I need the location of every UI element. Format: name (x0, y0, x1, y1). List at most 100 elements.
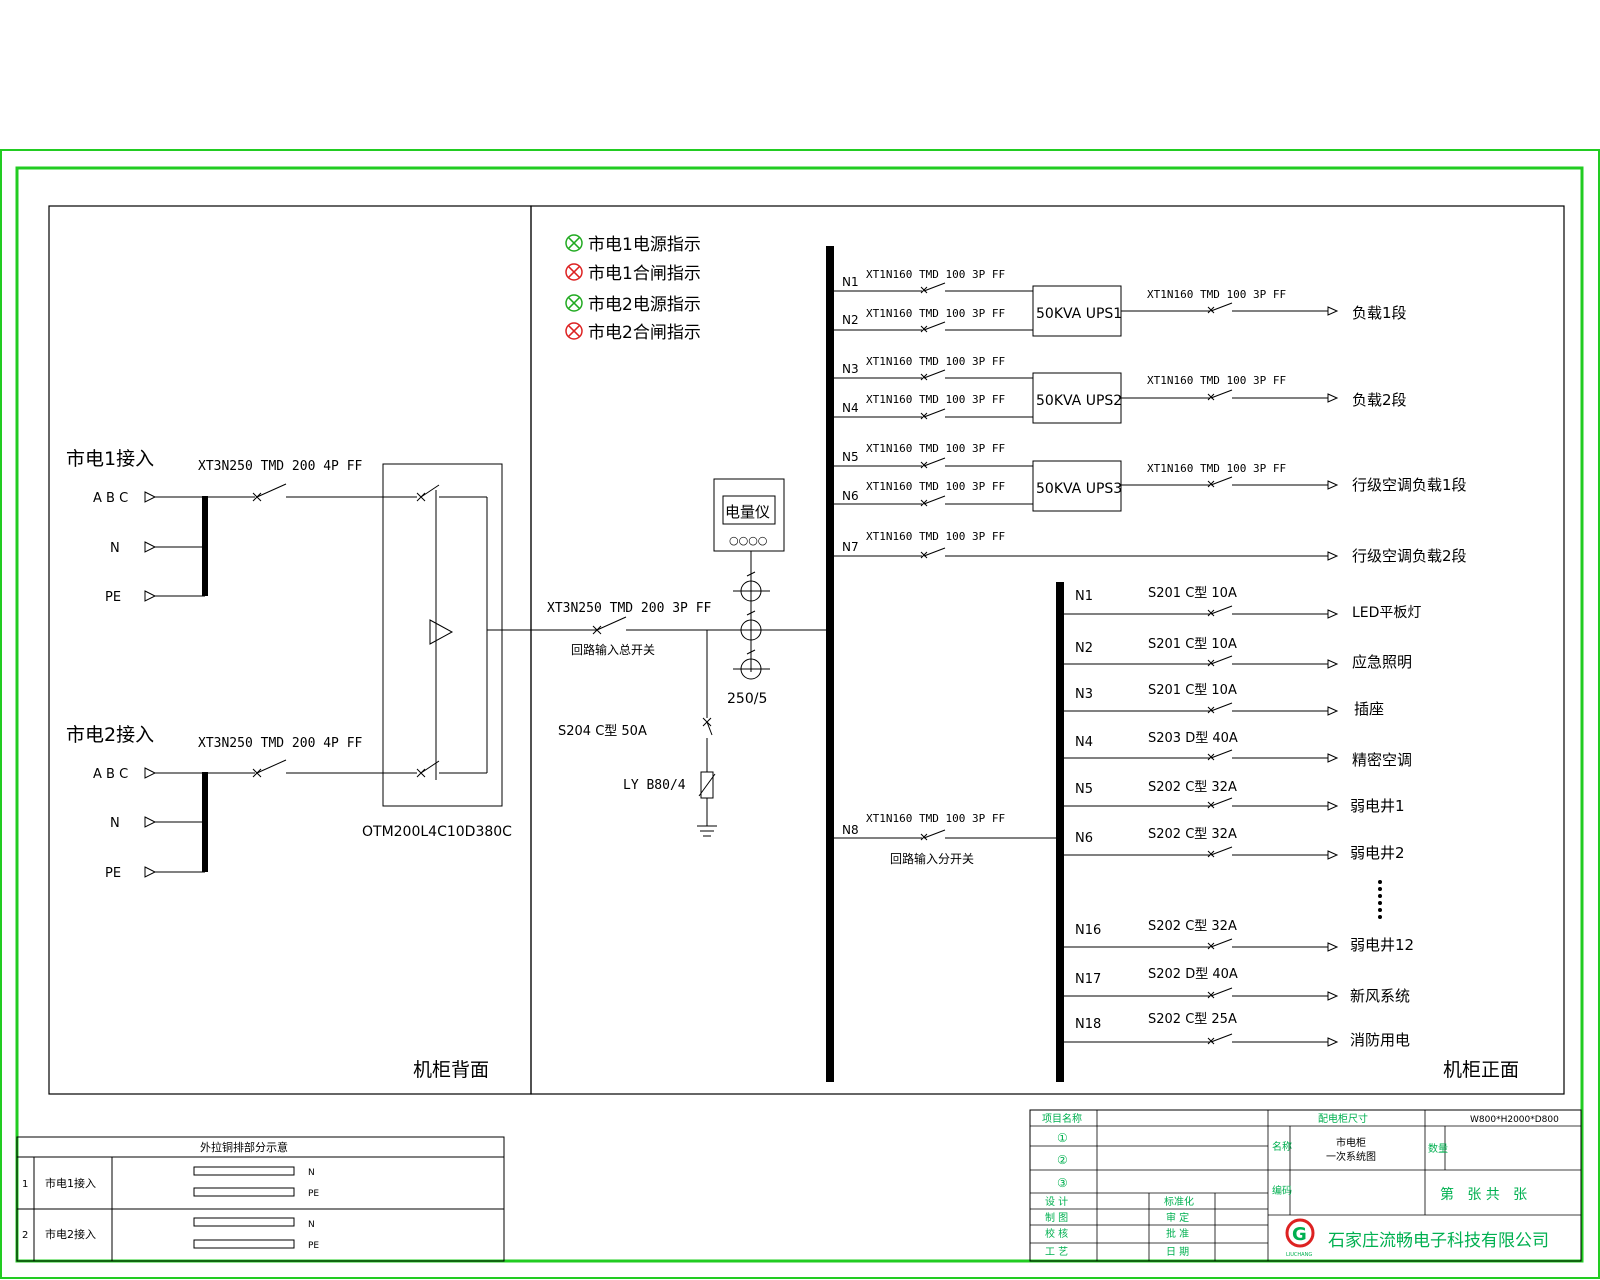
feeder-id: N4 (842, 401, 859, 415)
indicator-lamp-cross (567, 265, 581, 279)
n8-desc: 回路输入分开关 (890, 851, 974, 866)
cabinet-front-panel (530, 205, 1565, 1095)
sheet-label: 第 张 共 张 (1440, 1186, 1527, 1203)
sub-circuit-id: N1 (1075, 589, 1093, 604)
input-busbar (202, 772, 208, 872)
main-breaker-label: XT3N250 TMD 200 3P FF (547, 601, 712, 616)
main-breaker-desc: 回路输入总开关 (571, 642, 655, 657)
sub-circuit: N3 S201 C型 10A 插座 (1064, 683, 1384, 718)
feeder-n2: N2 XT1N160 TMD 100 3P FF (834, 307, 1033, 333)
sub-circuit-breaker: S202 D型 40A (1148, 967, 1238, 982)
output-arrow-icon (1327, 850, 1339, 860)
project-name-label: 项目名称 (1042, 1112, 1082, 1125)
indicator-lamp-icon (565, 294, 583, 312)
front-panel-footer: 机柜正面 (1443, 1059, 1519, 1081)
output-arrow-icon (1327, 942, 1339, 952)
circle-1: ① (1057, 1131, 1068, 1145)
feeder-breaker-label: XT1N160 TMD 100 3P FF (866, 530, 1005, 543)
sub-circuit: N1 S201 C型 10A LED平板灯 (1064, 586, 1421, 621)
ups-label: 50KVA UPS3 (1036, 481, 1122, 497)
breaker-switch-icon (1207, 302, 1233, 314)
sub-circuit-load: 新风系统 (1350, 987, 1410, 1005)
title-block: 项目名称 配电柜尺寸 W800*H2000*D800 ① ② ③ 名称 市电柜 … (1029, 1109, 1582, 1262)
sub-circuit-id: N4 (1075, 735, 1093, 750)
output-arrow-icon (1327, 393, 1339, 403)
sub-circuit: N4 S203 D型 40A 精密空调 (1064, 731, 1412, 769)
indicator-label: 市电2电源指示 (588, 295, 701, 315)
output-arrow-icon (1327, 1037, 1339, 1047)
terminal-arrow-icon (144, 816, 157, 828)
output-arrow-icon (1327, 609, 1339, 619)
phase-pe-label: PE (105, 866, 121, 881)
feeder-id: N2 (842, 313, 859, 327)
busbar-table: 外拉铜排部分示意 1 市电1接入 N PE 2 市电2接入 N PE (16, 1136, 505, 1262)
sub-circuit: N18 S202 C型 25A 消防用电 (1064, 1012, 1410, 1049)
sub-circuit: N6 S202 C型 32A 弱电井2 (1064, 827, 1405, 862)
breaker-switch-icon (1207, 1033, 1233, 1045)
meter-box (713, 478, 785, 552)
breaker-switch-icon (920, 408, 946, 420)
feeder-id: N1 (842, 275, 859, 289)
main-busbar (826, 246, 834, 1082)
indicator-3: 市电2电源指示 (565, 294, 701, 315)
mains-1-title: 市电1接入 (66, 448, 154, 470)
breaker-switch-icon (1207, 476, 1233, 488)
busbar-row-no: 2 (22, 1230, 28, 1241)
feeder-id: N3 (842, 362, 859, 376)
logo-icon (1285, 1218, 1315, 1248)
sub-circuit-load: 弱电井1 (1350, 797, 1405, 815)
sub-circuit-load: 弱电井12 (1350, 936, 1414, 954)
busbar-row-name: 市电1接入 (45, 1176, 96, 1190)
busbar-n (193, 1217, 295, 1227)
quantity-label: 数量 (1428, 1142, 1448, 1155)
outer-frame (0, 149, 1600, 1279)
phase-pe-label: PE (105, 590, 121, 605)
feeder-n5: N5 XT1N160 TMD 100 3P FF (834, 442, 1033, 469)
output-arrow-icon (1327, 659, 1339, 669)
sub-circuit-breaker: S202 C型 32A (1148, 919, 1237, 934)
input-busbar (202, 496, 208, 596)
sub-circuit-load: 应急照明 (1352, 653, 1412, 671)
sub-circuit-id: N6 (1075, 831, 1093, 846)
ups-3: 50KVA UPS3 XT1N160 TMD 100 3P FF 行级空调负载1… (1032, 460, 1467, 512)
sub-circuit-breaker: S202 C型 32A (1148, 827, 1237, 842)
back-panel-footer: 机柜背面 (413, 1059, 489, 1081)
feeder-breaker-label: XT1N160 TMD 100 3P FF (866, 812, 1005, 825)
ups-2: 50KVA UPS2 XT1N160 TMD 100 3P FF 负载2段 (1032, 372, 1407, 424)
feeder-n3: N3 XT1N160 TMD 100 3P FF (834, 355, 1033, 381)
sub-circuit-load: 弱电井2 (1350, 844, 1405, 862)
breaker-switch-icon (920, 321, 946, 333)
sub-circuit-group: N1 S201 C型 10A LED平板灯 N2 S201 C型 10A 应急照… (1064, 586, 1421, 1049)
load-label: 负载2段 (1352, 391, 1407, 409)
name-value-2: 一次系统图 (1326, 1150, 1376, 1163)
output-arrow-icon (1327, 306, 1339, 316)
name-label: 名称 (1272, 1140, 1292, 1153)
output-arrow-icon (1327, 551, 1339, 561)
phase-abc-label: A B C (93, 491, 128, 506)
code-label: 编码 (1272, 1184, 1292, 1197)
indicator-lamp-icon (565, 263, 583, 281)
meter-display (722, 495, 776, 525)
process-label: 工 艺 (1045, 1246, 1068, 1258)
feeder-breaker-label: XT1N160 TMD 100 3P FF (866, 393, 1005, 406)
feeder-id: N6 (842, 489, 859, 503)
output-arrow-icon (1327, 753, 1339, 763)
indicator-label: 市电1电源指示 (588, 235, 701, 255)
drawing-label: 制 图 (1045, 1211, 1068, 1224)
feeder-breaker-label: XT1N160 TMD 100 3P FF (866, 355, 1005, 368)
surge-protection-branch: S204 C型 50A LY B80/4 (558, 630, 717, 837)
ups-label: 50KVA UPS1 (1036, 306, 1122, 322)
ats-model-label: OTM200L4C10D380C (362, 824, 512, 840)
load-label: 负载1段 (1352, 304, 1407, 322)
busbar-row-name: 市电2接入 (45, 1227, 96, 1241)
phase-n-label: N (110, 541, 120, 556)
breaker-switch-icon (920, 829, 946, 841)
feeder-id: N7 (842, 540, 859, 554)
ats-box (382, 463, 503, 807)
mains-1-input: 市电1接入 XT3N250 TMD 200 4P FF A B C N PE (66, 448, 417, 605)
breaker-switch-icon (252, 483, 417, 502)
breaker-switch-icon (1207, 605, 1233, 617)
feeder-id: N5 (842, 450, 859, 464)
busbar-n (193, 1166, 295, 1176)
breaker-switch-icon (252, 759, 417, 778)
